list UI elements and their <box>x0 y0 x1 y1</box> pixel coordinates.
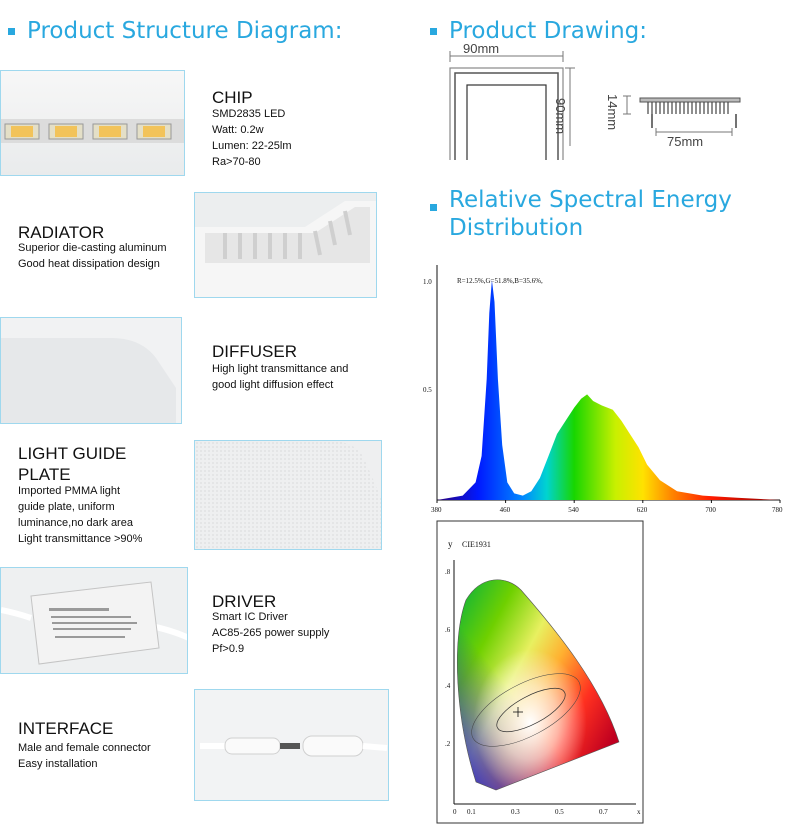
driver-photo <box>0 567 188 674</box>
product-drawing <box>449 51 741 160</box>
light-guide-title-line: PLATE <box>18 465 71 484</box>
led-strip-image <box>1 119 184 143</box>
cie-x-tick: 0.1 <box>467 808 476 816</box>
drawing-depth-label: 14mm <box>605 94 620 131</box>
drawing-heading-text: Product Drawing: <box>449 18 648 44</box>
light-guide-desc-line: guide plate, uniform <box>18 501 115 513</box>
heading-bullet <box>8 28 15 35</box>
diffuser-image <box>1 338 176 423</box>
cie-title: CIE1931 <box>462 540 491 549</box>
chip-spec-line: SMD2835 LED <box>212 108 286 120</box>
chip-title: CHIP <box>212 88 253 107</box>
spectral-annotation: R=12.5%,G=51.8%,B=35.6%, <box>457 277 543 285</box>
light-guide-title-line: LIGHT GUIDE <box>18 444 127 463</box>
led-chips <box>4 123 172 140</box>
driver-desc-line: Pf>0.9 <box>212 643 245 655</box>
top-view-drawing <box>449 51 575 160</box>
cie-x-tick: 0.5 <box>555 808 564 816</box>
spectral-y-tick: 0.5 <box>423 386 432 394</box>
side-view-drawing <box>623 95 741 136</box>
spectral-area <box>437 280 780 500</box>
light-guide-image <box>195 441 381 549</box>
structure-heading: Product Structure Diagram: <box>8 17 342 45</box>
driver-title: DRIVER <box>212 592 277 611</box>
chip-photo <box>0 70 185 176</box>
heading-bullet <box>430 204 437 211</box>
cie-x-tick: 0.7 <box>599 808 608 816</box>
spectral-x-tick-label: 540 <box>568 506 579 514</box>
interface-title: INTERFACE <box>18 719 114 738</box>
radiator-desc-line: Good heat dissipation design <box>18 258 160 270</box>
interface-photo <box>194 689 389 801</box>
chip-spec-line: Ra>70-80 <box>212 156 261 168</box>
spectral-chart: R=12.5%,G=51.8%,B=35.6%, 1.0 0.5 380 460 5… <box>423 265 783 514</box>
driver-image <box>1 581 187 665</box>
connector-image <box>200 735 388 757</box>
light-guide-photo <box>194 440 382 550</box>
radiator-image <box>195 201 376 297</box>
spectral-x-tick-label: 620 <box>637 506 648 514</box>
diffuser-desc-line: good light diffusion effect <box>212 379 334 391</box>
cie-y-tick: .6 <box>445 626 451 634</box>
cie-x-tick: 0.3 <box>511 808 520 816</box>
spectral-x-tick-label: 700 <box>705 506 716 514</box>
drawing-width-label: 90mm <box>463 41 500 56</box>
spectral-heading: Relative Spectral Energy Distribution <box>430 186 732 242</box>
spectral-y-tick: 1.0 <box>423 278 432 286</box>
chip-spec-line: Watt: 0.2w <box>212 124 264 136</box>
structure-heading-text: Product Structure Diagram: <box>27 18 343 44</box>
diffuser-photo <box>0 317 182 424</box>
drawing-height-label: 90mm <box>553 98 568 135</box>
driver-desc-line: AC85-265 power supply <box>212 627 330 639</box>
light-guide-desc-line: luminance,no dark area <box>18 517 133 529</box>
driver-desc-line: Smart IC Driver <box>212 611 288 623</box>
cie-x-tick: 0 <box>453 808 457 816</box>
heading-bullet <box>430 28 437 35</box>
spectral-heading-line: Relative Spectral Energy <box>449 187 732 213</box>
diffuser-desc-line: High light transmittance and <box>212 363 349 375</box>
chip-spec-line: Lumen: 22-25lm <box>212 140 292 152</box>
radiator-desc-line: Superior die-casting aluminum <box>18 242 167 254</box>
radiator-title: RADIATOR <box>18 223 105 242</box>
cie-chart: y CIE1931 .8 .6 .4 .2 0 0.1 0.3 0.5 0.7 … <box>436 520 644 824</box>
cie-gamut <box>457 579 620 791</box>
light-guide-title: LIGHT GUIDE PLATE <box>18 443 126 485</box>
interface-desc-line: Male and female connector <box>18 742 151 754</box>
drawing-heading: Product Drawing: <box>430 17 647 45</box>
light-guide-desc-line: Light transmittance >90% <box>18 533 143 545</box>
cie-y-tick: .8 <box>445 568 451 576</box>
light-guide-desc-line: Imported PMMA light <box>18 485 121 497</box>
spectral-x-tick-label: 460 <box>500 506 511 514</box>
cie-y-label: y <box>448 539 453 549</box>
cie-y-tick: .2 <box>445 740 451 748</box>
cie-x-label: x <box>637 808 641 816</box>
cie-y-tick: .4 <box>445 682 451 690</box>
spectral-heading-text: Relative Spectral Energy Distribution <box>449 186 732 242</box>
diffuser-title: DIFFUSER <box>212 342 297 361</box>
spectral-x-ticks: 380 460 540 620 700 780 <box>431 500 783 514</box>
radiator-photo <box>194 192 377 298</box>
spectral-x-tick-label: 380 <box>431 506 442 514</box>
interface-desc-line: Easy installation <box>18 758 98 770</box>
spectral-heading-line: Distribution <box>449 215 584 241</box>
spectral-x-tick-label: 780 <box>772 506 783 514</box>
drawing-cutout-label: 75mm <box>667 134 704 149</box>
